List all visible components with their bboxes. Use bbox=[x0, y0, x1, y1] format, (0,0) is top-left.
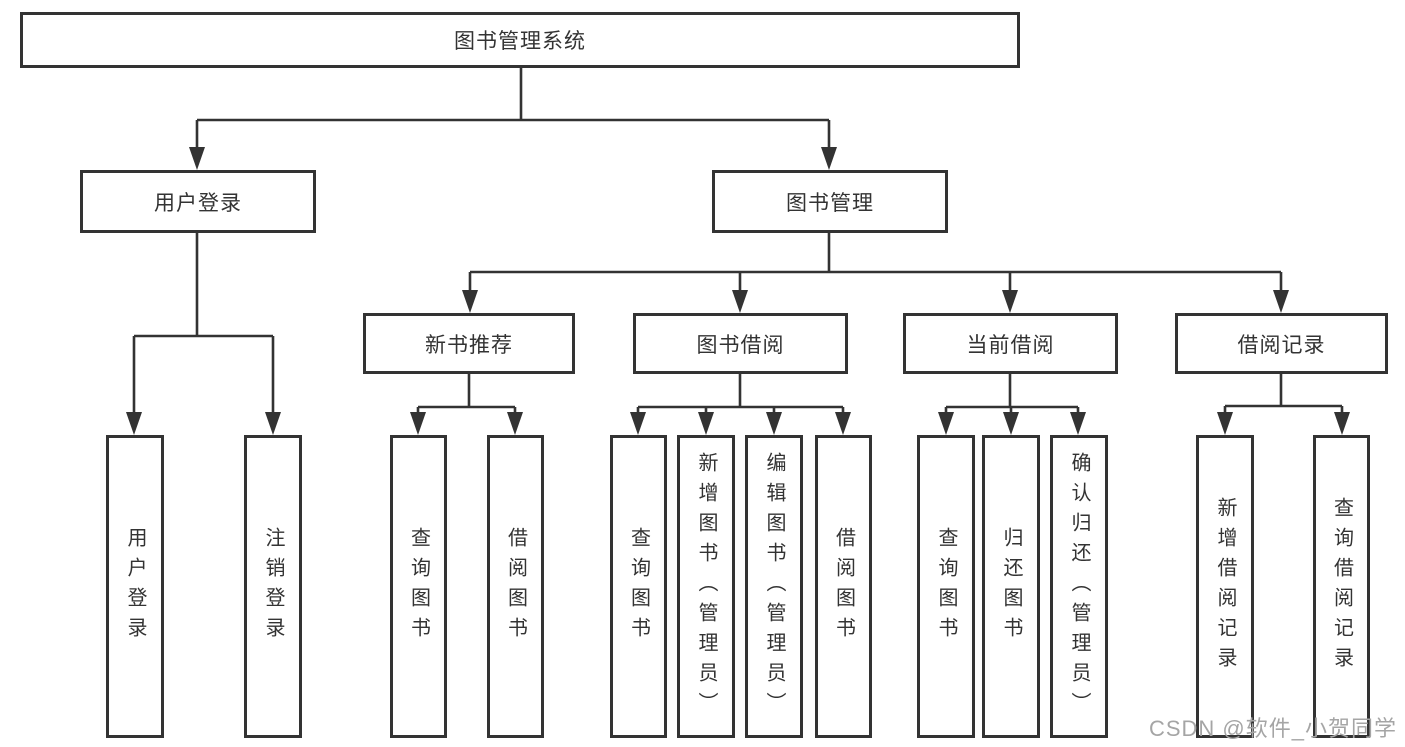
node-label: 新增图书（管理员） bbox=[695, 451, 717, 722]
node-leaf-return-books: 归还图书 bbox=[982, 435, 1040, 738]
arrow-down-icon bbox=[1217, 412, 1233, 435]
arrow-down-icon bbox=[766, 412, 782, 435]
arrowhead-icons bbox=[126, 147, 1350, 435]
arrow-down-icon bbox=[265, 412, 281, 435]
arrow-down-icon bbox=[410, 412, 426, 435]
node-leaf-edit-books-admin: 编辑图书（管理员） bbox=[745, 435, 803, 738]
node-book-management-branch: 图书管理 bbox=[712, 170, 948, 233]
node-label: 图书借阅 bbox=[696, 333, 785, 357]
arrow-down-icon bbox=[126, 412, 142, 435]
node-label: 查询图书 bbox=[407, 526, 430, 647]
arrow-down-icon bbox=[630, 412, 646, 435]
arrow-down-icon bbox=[821, 147, 837, 170]
node-leaf-borrow-books-borrowing: 借阅图书 bbox=[815, 435, 872, 738]
node-label: 新增借阅记录 bbox=[1214, 496, 1236, 677]
node-label: 借阅图书 bbox=[504, 526, 527, 647]
node-borrowing-records: 借阅记录 bbox=[1175, 313, 1388, 374]
arrow-down-icon bbox=[698, 412, 714, 435]
node-label: 用户登录 bbox=[124, 526, 146, 647]
node-label: 当前借阅 bbox=[966, 333, 1055, 357]
node-leaf-confirm-return-admin: 确认归还（管理员） bbox=[1050, 435, 1108, 738]
arrow-down-icon bbox=[462, 290, 478, 313]
node-user-login-branch: 用户登录 bbox=[80, 170, 316, 233]
node-label: 图书管理 bbox=[786, 191, 874, 215]
node-leaf-add-borrow-record: 新增借阅记录 bbox=[1196, 435, 1254, 738]
node-label: 确认归还（管理员） bbox=[1068, 451, 1090, 722]
node-leaf-query-books-borrowing: 查询图书 bbox=[610, 435, 667, 738]
arrow-down-icon bbox=[1002, 290, 1018, 313]
node-label: 归还图书 bbox=[1000, 526, 1022, 647]
node-label: 编辑图书（管理员） bbox=[763, 451, 785, 722]
node-leaf-query-books-current: 查询图书 bbox=[917, 435, 975, 738]
csdn-watermark: CSDN @软件_小贺同学 bbox=[1148, 716, 1397, 741]
node-current-borrowing: 当前借阅 bbox=[903, 313, 1118, 374]
node-leaf-query-books-recommend: 查询图书 bbox=[390, 435, 447, 738]
node-leaf-logout: 注销登录 bbox=[244, 435, 302, 738]
node-label: 图书管理系统 bbox=[454, 30, 586, 53]
node-label: 查询图书 bbox=[627, 526, 650, 647]
node-label: 查询图书 bbox=[935, 526, 957, 647]
arrow-down-icon bbox=[507, 412, 523, 435]
node-label: 用户登录 bbox=[154, 191, 242, 215]
node-label: 注销登录 bbox=[262, 526, 284, 647]
node-leaf-borrow-books-recommend: 借阅图书 bbox=[487, 435, 544, 738]
tree-edges bbox=[132, 68, 1344, 416]
node-new-book-recommend: 新书推荐 bbox=[363, 313, 575, 374]
node-label: 查询借阅记录 bbox=[1330, 496, 1353, 677]
arrow-down-icon bbox=[1334, 412, 1350, 435]
arrow-down-icon bbox=[835, 412, 851, 435]
node-leaf-user-login: 用户登录 bbox=[106, 435, 164, 738]
node-root: 图书管理系统 bbox=[20, 12, 1020, 68]
node-book-borrowing: 图书借阅 bbox=[633, 313, 848, 374]
node-label: 借阅图书 bbox=[832, 526, 855, 647]
node-leaf-add-books-admin: 新增图书（管理员） bbox=[677, 435, 735, 738]
node-leaf-query-borrow-record: 查询借阅记录 bbox=[1313, 435, 1370, 738]
arrow-down-icon bbox=[1003, 412, 1019, 435]
arrow-down-icon bbox=[1273, 290, 1289, 313]
arrow-down-icon bbox=[938, 412, 954, 435]
node-label: 借阅记录 bbox=[1237, 333, 1326, 357]
arrow-down-icon bbox=[189, 147, 205, 170]
arrow-down-icon bbox=[1070, 412, 1086, 435]
arrow-down-icon bbox=[732, 290, 748, 313]
node-label: 新书推荐 bbox=[425, 333, 513, 357]
